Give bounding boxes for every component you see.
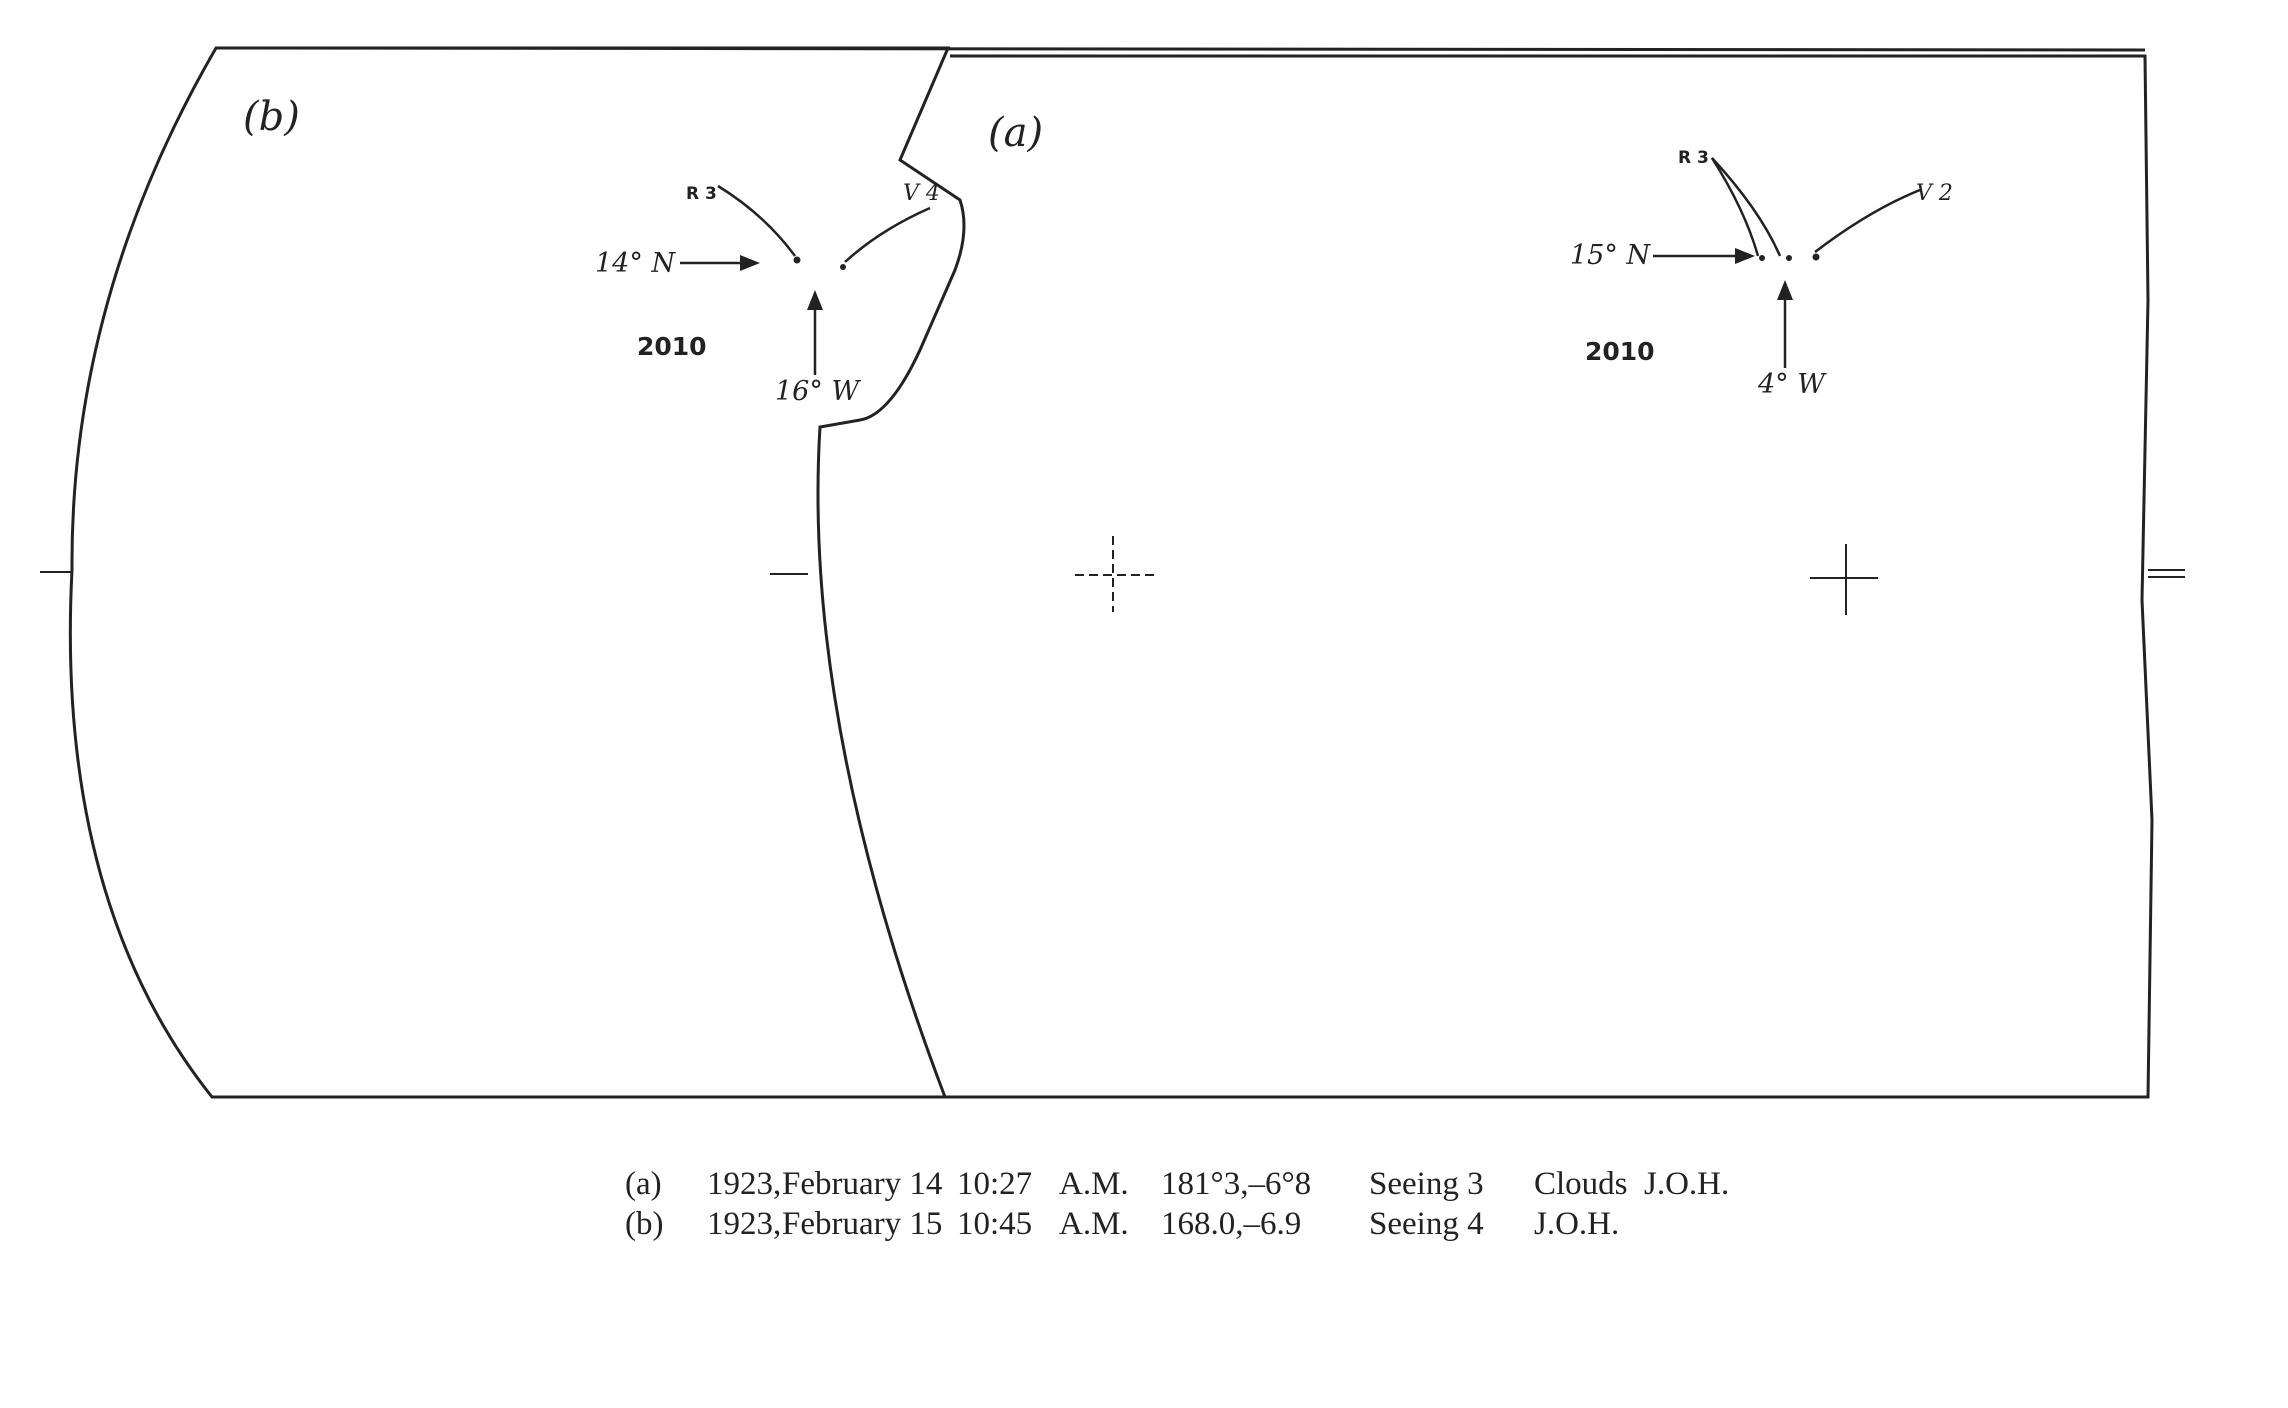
arrowhead-a-lat bbox=[1735, 248, 1755, 264]
caption-b-observer: J.O.H. bbox=[1534, 1206, 1620, 1242]
top-edge-line bbox=[215, 46, 2146, 52]
region-number-a: 2010 bbox=[1585, 337, 1655, 366]
caption-a-label: (a) bbox=[625, 1166, 662, 1202]
caption-b-label: (b) bbox=[625, 1206, 664, 1242]
panel-a-label: (a) bbox=[988, 110, 1043, 156]
lon-label-a: 4° W bbox=[1757, 369, 1827, 400]
lat-label-b: 14° N bbox=[595, 248, 676, 279]
lon-label-b: 16° W bbox=[775, 376, 861, 407]
caption-a-ampm: A.M. bbox=[1059, 1166, 1129, 1202]
caption-row-b: (b) 1923,February 15 10:45 A.M. 168.0,–6.9 Se… bbox=[592, 1164, 1754, 1242]
caption-b-time: 10:45 bbox=[957, 1206, 1033, 1242]
arrowhead-a-lon bbox=[1777, 280, 1793, 300]
spot-label-a-r3: R 3 bbox=[1678, 148, 1709, 168]
caption-a-time: 10:27 bbox=[957, 1166, 1033, 1202]
caption-a-observer: J.O.H. bbox=[1644, 1166, 1730, 1202]
spot-a-2 bbox=[1786, 255, 1792, 261]
lat-label-a: 15° N bbox=[1570, 240, 1651, 271]
spot-label-b-r3: R 3 bbox=[686, 184, 717, 204]
caption-b-seeing: Seeing 4 bbox=[1369, 1206, 1484, 1242]
spot-b-1 bbox=[793, 256, 801, 264]
caption-row-a: (a) 1923,February 14 10:27 A.M. 181°3,–6°8 Se… bbox=[592, 1124, 1754, 1202]
caption-a-conditions: Clouds bbox=[1534, 1166, 1628, 1202]
spot-a-1 bbox=[1759, 255, 1765, 261]
panel-b-outline bbox=[68, 46, 966, 1099]
spot-a-3 bbox=[1812, 253, 1820, 261]
caption-a-year: 1923, bbox=[707, 1166, 782, 1202]
leader-b-v4 bbox=[844, 206, 931, 263]
caption-b-ampm: A.M. bbox=[1059, 1206, 1129, 1242]
panel-b-label: (b) bbox=[243, 94, 300, 140]
caption-a-coords: 181°3,–6°8 bbox=[1161, 1166, 1312, 1202]
caption-b-date: February 15 bbox=[782, 1206, 943, 1242]
caption-a-seeing: Seeing 3 bbox=[1369, 1166, 1484, 1202]
spot-label-b-v4: V 4 bbox=[903, 181, 940, 206]
region-number-b: 2010 bbox=[637, 332, 707, 361]
panel-a-outline bbox=[945, 54, 2154, 1099]
caption-b-coords: 168.0,–6.9 bbox=[1161, 1206, 1302, 1242]
leader-a-r3-1 bbox=[1710, 157, 1760, 257]
caption-a-date: February 14 bbox=[782, 1166, 943, 1202]
spot-b-2 bbox=[840, 264, 846, 270]
caption-b-year: 1923, bbox=[707, 1206, 782, 1242]
leader-a-v2 bbox=[1814, 188, 1921, 253]
arrowhead-b-lat bbox=[740, 255, 760, 271]
leader-a-r3-2 bbox=[1711, 157, 1782, 257]
arrowhead-b-lon bbox=[807, 290, 823, 310]
spot-label-a-v2: V 2 bbox=[1916, 181, 1953, 206]
leader-b-r3 bbox=[717, 184, 797, 257]
